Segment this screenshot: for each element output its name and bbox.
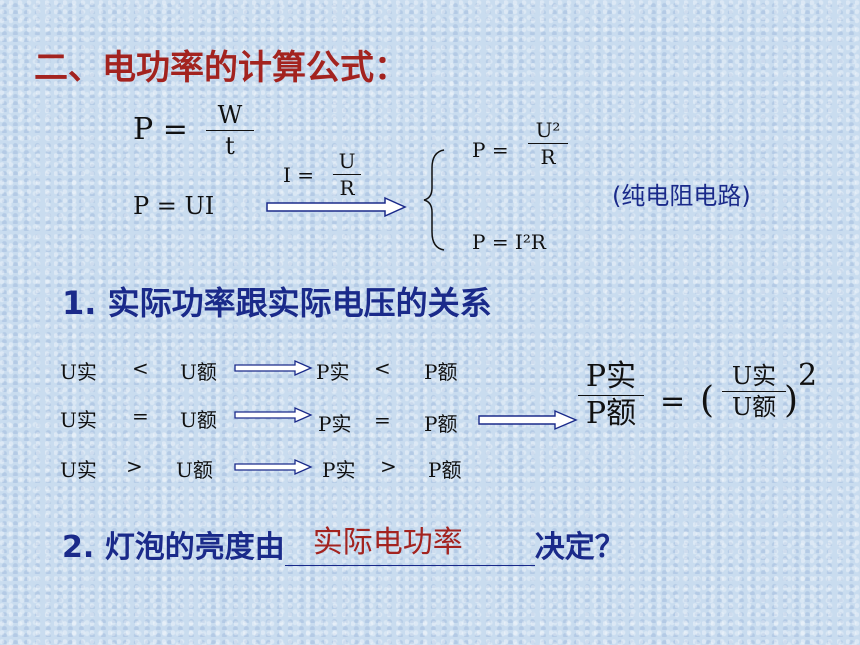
arrow-icon: [234, 360, 313, 376]
voltage-ratio-fraction: U实 U额: [722, 364, 786, 419]
p-rated: P额: [428, 458, 462, 482]
power-definition-lhs: P =: [133, 112, 188, 147]
p-actual: P实: [585, 359, 637, 394]
fraction-bar: [578, 395, 644, 396]
p-rated: P额: [424, 412, 458, 436]
u-rated: U额: [180, 408, 217, 432]
section-title: 二、电功率的计算公式：: [34, 48, 408, 88]
fraction-bar: [333, 174, 361, 175]
resistance-symbol: R: [339, 176, 355, 200]
resistance-symbol: R: [540, 145, 556, 169]
close-paren: ): [784, 380, 799, 421]
u-rated: U额: [180, 360, 217, 384]
brace-icon: [423, 149, 445, 251]
answer-blank: 实际电功率: [284, 525, 535, 566]
p-rated: P额: [585, 396, 637, 431]
u-actual: U实: [60, 408, 97, 432]
comparison-operator: <: [132, 356, 149, 380]
brightness-question: 2. 灯泡的亮度由实际电功率 决定？: [62, 522, 625, 566]
power-u2-lhs: P =: [472, 138, 509, 162]
fraction-bar: [528, 143, 568, 144]
p-actual: P实: [318, 412, 352, 436]
comparison-operator: >: [380, 454, 397, 478]
answer-text: 实际电功率: [312, 525, 463, 560]
p-rated: P额: [424, 360, 458, 384]
fraction-bar: [206, 130, 254, 131]
power-i2r-formula: P = I²R: [472, 230, 546, 254]
question-prefix: 2. 灯泡的亮度由: [62, 530, 285, 565]
comparison-operator: >: [126, 454, 143, 478]
fraction-bar: [722, 391, 786, 392]
u-actual: U实: [60, 458, 97, 482]
u-actual: U实: [731, 362, 777, 390]
exponent: 2: [798, 358, 818, 393]
work-symbol: W: [217, 101, 243, 129]
power-definition-fraction: W t: [206, 103, 254, 158]
derive-arrow-icon: [266, 196, 407, 218]
relation-title: 1. 实际功率跟实际电压的关系: [62, 284, 492, 322]
ohm-law-lhs: I =: [283, 163, 315, 187]
p-actual: P实: [322, 458, 356, 482]
equals-sign: =: [660, 384, 686, 419]
voltage-squared-symbol: U²: [535, 118, 561, 142]
conclusion-arrow-icon: [478, 409, 578, 431]
comparison-operator: =: [374, 408, 391, 432]
voltage-symbol: U: [338, 149, 356, 173]
open-paren: (: [700, 380, 715, 421]
u-rated: U额: [731, 393, 777, 421]
power-ratio-fraction: P实 P额: [578, 362, 644, 429]
arrow-icon: [234, 407, 313, 423]
power-u2-fraction: U² R: [528, 120, 568, 167]
comparison-operator: <: [374, 356, 391, 380]
u-actual: U实: [60, 360, 97, 384]
question-suffix: 决定？: [534, 530, 625, 565]
ohm-law-fraction: U R: [333, 151, 361, 198]
time-symbol: t: [225, 132, 235, 160]
u-rated: U额: [176, 458, 213, 482]
power-ui-formula: P = UI: [133, 192, 215, 220]
p-actual: P实: [316, 360, 350, 384]
arrow-icon: [234, 459, 313, 475]
pure-resistance-note: (纯电阻电路): [612, 182, 751, 210]
comparison-operator: =: [132, 404, 149, 428]
